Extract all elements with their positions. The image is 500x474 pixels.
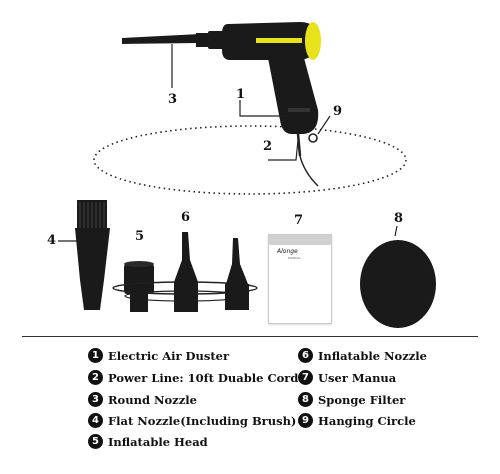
legend-number-badge: 6 bbox=[298, 348, 313, 363]
legend-item: 1 Electric Air Duster bbox=[88, 348, 229, 363]
legend-number-badge: 4 bbox=[88, 413, 103, 428]
callout-4: 4 bbox=[47, 233, 57, 248]
air-duster-illustration bbox=[122, 22, 321, 187]
legend-item: 8 Sponge Filter bbox=[298, 392, 405, 407]
user-manual-card: Alonge MANUAL bbox=[268, 234, 332, 324]
leader-lines bbox=[58, 44, 398, 242]
legend-label: User Manua bbox=[318, 370, 397, 385]
legend-label: Hanging Circle bbox=[318, 413, 416, 428]
inflatable-set-illustration bbox=[112, 232, 258, 312]
legend-number-badge: 2 bbox=[88, 370, 103, 385]
manual-logo: Alonge bbox=[277, 248, 298, 255]
legend-label: Inflatable Head bbox=[108, 434, 208, 449]
callout-7: 7 bbox=[294, 213, 304, 228]
legend-item: 9 Hanging Circle bbox=[298, 413, 416, 428]
legend-item: 7 User Manua bbox=[298, 370, 396, 385]
legend-label: Power Line: 10ft Duable Cord bbox=[108, 370, 299, 385]
legend-number-badge: 9 bbox=[298, 413, 313, 428]
legend-number-badge: 5 bbox=[88, 434, 103, 449]
callout-1: 1 bbox=[236, 87, 246, 102]
callout-8: 8 bbox=[394, 211, 404, 226]
legend-label: Inflatable Nozzle bbox=[318, 348, 427, 363]
legend-item: 5 Inflatable Head bbox=[88, 434, 208, 449]
legend-item: 2 Power Line: 10ft Duable Cord bbox=[88, 370, 298, 385]
callout-9: 9 bbox=[333, 104, 343, 119]
legend-label: Flat Nozzle(Including Brush) bbox=[108, 413, 297, 428]
legend-label: Round Nozzle bbox=[108, 392, 197, 407]
dotted-ellipse bbox=[93, 125, 407, 195]
legend-item: 6 Inflatable Nozzle bbox=[298, 348, 427, 363]
flat-nozzle-illustration bbox=[75, 200, 110, 310]
legend-number-badge: 1 bbox=[88, 348, 103, 363]
legend-item: 4 Flat Nozzle(Including Brush) bbox=[88, 413, 296, 428]
legend-number-badge: 8 bbox=[298, 392, 313, 407]
legend-number-badge: 3 bbox=[88, 392, 103, 407]
legend-label: Sponge Filter bbox=[318, 392, 406, 407]
callout-5: 5 bbox=[135, 229, 145, 244]
callout-2: 2 bbox=[263, 139, 273, 154]
legend-number-badge: 7 bbox=[298, 370, 313, 385]
sponge-filter-illustration bbox=[360, 240, 436, 328]
divider-line bbox=[22, 336, 478, 337]
callout-6: 6 bbox=[181, 210, 191, 225]
manual-subtitle: MANUAL bbox=[288, 256, 301, 260]
callout-3: 3 bbox=[168, 92, 178, 107]
legend-item: 3 Round Nozzle bbox=[88, 392, 197, 407]
legend-label: Electric Air Duster bbox=[108, 348, 230, 363]
manual-header-band bbox=[269, 235, 331, 245]
